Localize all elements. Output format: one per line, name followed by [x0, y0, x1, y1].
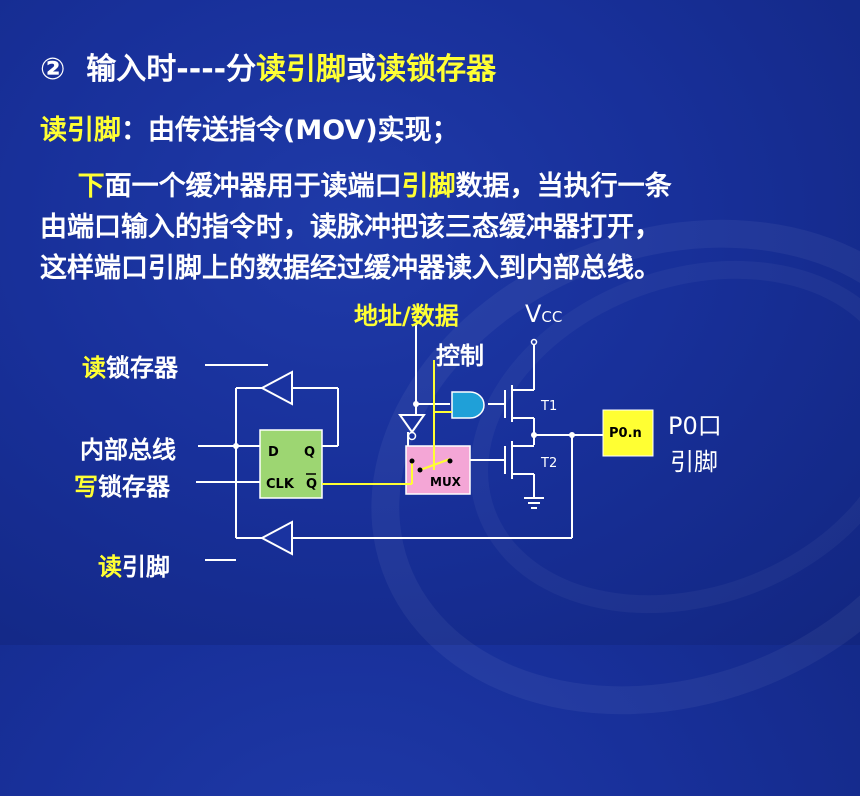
mux-pivot [417, 467, 423, 473]
junction-dot [569, 432, 575, 438]
write-latch-hl: 写 [74, 473, 98, 501]
mux-contact-b [447, 458, 453, 464]
read-pin-heading: 读引脚 [40, 115, 121, 146]
title-option-read-pin: 读引脚 [256, 52, 347, 87]
paragraph-line-1: 下面一个缓冲器用于读端口引脚数据，当执行一条 [40, 166, 672, 207]
circuit-diagram: D Q CLK Q MUX T1 T2 P0.n [196, 325, 654, 561]
mux-switch-arm [419, 458, 451, 471]
paragraph-highlight-pin: 引脚 [401, 171, 456, 202]
inverter-bubble [407, 431, 417, 441]
read-pin-line: 读引脚：由传送指令(MOV)实现； [40, 108, 459, 147]
mux-block [405, 445, 471, 495]
title-prefix: 输入时----分 [86, 52, 257, 87]
paragraph-line-3: 这样端口引脚上的数据经过缓冲器读入到内部总线。 [40, 253, 661, 284]
title-number: ② [40, 52, 66, 87]
white-wires [196, 325, 603, 561]
junction-dot [413, 401, 419, 407]
port-label-2: 引脚 [670, 448, 718, 476]
read-pin-label: 读引脚 [98, 547, 170, 582]
vcc-v: V [525, 300, 542, 328]
and-gate [451, 391, 485, 419]
paragraph-first-char: 下 [77, 171, 105, 202]
ff-qbar-label: Q [306, 477, 317, 492]
title-mid: 或 [346, 52, 377, 87]
inverter [398, 414, 426, 434]
pin-box [602, 409, 654, 457]
junction-dot [233, 443, 239, 449]
write-latch-rest: 锁存器 [98, 473, 170, 501]
t1-label: T1 [540, 399, 557, 414]
junction-dot [531, 432, 537, 438]
addr-data-label: 地址/数据 [354, 302, 459, 330]
pin-box-label: P0.n [609, 426, 642, 441]
title-option-read-latch: 读锁存器 [376, 52, 497, 87]
mux-label: MUX [430, 475, 462, 489]
paragraph-line-2: 由端口输入的指令时，读脉冲把该三态缓冲器打开， [40, 212, 661, 243]
slide-title: ② 输入时----分读引脚或读锁存器 [40, 44, 496, 88]
read-latch-label: 读锁存器 [82, 348, 178, 383]
write-latch-label: 写锁存器 [74, 467, 170, 502]
vcc-label: VCC [525, 300, 562, 328]
vcc-terminal [530, 338, 538, 346]
read-latch-rest: 锁存器 [106, 354, 178, 382]
t2-label: T2 [540, 456, 557, 471]
yellow-wires [322, 360, 451, 485]
d-flipflop [259, 429, 323, 499]
port-label-1: P0口 [668, 412, 722, 440]
read-pin-buffer [259, 520, 293, 556]
internal-bus-label: 内部总线 [80, 436, 176, 464]
read-latch-buffer [259, 370, 293, 406]
read-pin-hl: 读 [98, 553, 122, 581]
control-label: 控制 [436, 342, 484, 370]
paragraph-line-1-a: 面一个缓冲器用于读端口 [104, 171, 402, 202]
read-latch-hl: 读 [82, 354, 106, 382]
vcc-sub: CC [541, 308, 563, 326]
paragraph-line-1-b: 数据，当执行一条 [455, 171, 672, 202]
description-paragraph: 下面一个缓冲器用于读端口引脚数据，当执行一条 由端口输入的指令时，读脉冲把该三态… [40, 166, 672, 289]
ff-q-label: Q [304, 445, 315, 460]
ff-d-label: D [268, 445, 279, 460]
mux-contact-a [409, 458, 415, 464]
read-pin-description: ：由传送指令(MOV)实现； [121, 115, 459, 146]
ff-clk-label: CLK [266, 477, 295, 492]
read-pin-rest: 引脚 [122, 553, 170, 581]
